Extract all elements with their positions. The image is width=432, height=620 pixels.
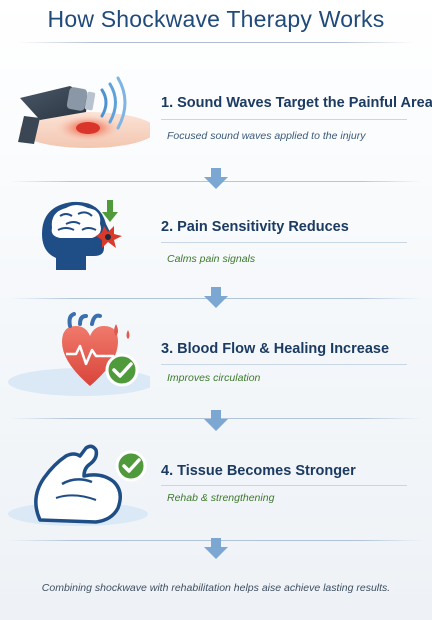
brain-head-icon xyxy=(0,192,150,285)
step-2-divider xyxy=(161,242,407,243)
step-3-heading: 3. Blood Flow & Healing Increase xyxy=(161,341,390,357)
step-2-description: Calms pain signals xyxy=(167,253,256,265)
step-4-divider xyxy=(161,485,407,486)
flexed-arm-icon xyxy=(0,438,150,533)
step-4-heading: 4. Tissue Becomes Stronger xyxy=(161,463,356,479)
step-4-description: Rehab & strengthening xyxy=(167,492,275,504)
step-1-divider xyxy=(161,119,407,120)
down-arrow-icon xyxy=(204,538,228,559)
step-3-divider xyxy=(161,364,407,365)
down-arrow-icon xyxy=(204,287,228,308)
page-title: How Shockwave Therapy Works xyxy=(47,6,385,32)
heart-checkmark-icon xyxy=(0,312,156,405)
step-1-description: Focused sound waves applied to the injur… xyxy=(167,130,366,142)
footer-text: Combining shockwave with rehabilitation … xyxy=(41,582,391,594)
shockwave-device-icon xyxy=(0,68,156,157)
title-divider xyxy=(18,42,414,43)
step-2-heading: 2. Pain Sensitivity Reduces xyxy=(161,219,349,235)
step-3-description: Improves circulation xyxy=(167,372,261,384)
down-arrow-icon xyxy=(204,410,228,431)
down-arrow-icon xyxy=(204,168,228,189)
step-1-heading: 1. Sound Waves Target the Painful Area xyxy=(161,95,432,111)
